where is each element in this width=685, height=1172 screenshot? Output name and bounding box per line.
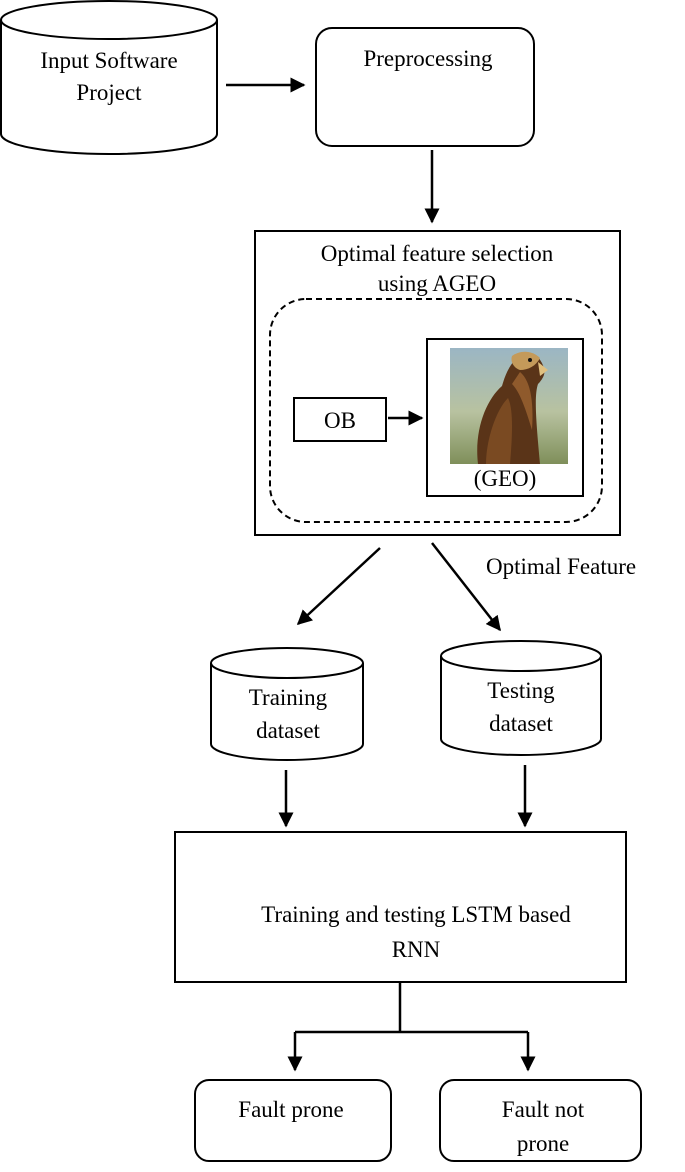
selection-label-line2: using AGEO: [378, 271, 496, 296]
ob-node: OB: [293, 397, 387, 442]
lstm-label-line2: RNN: [392, 937, 441, 962]
fault-not-prone-label-line1: Fault not: [502, 1097, 585, 1122]
geo-node: (GEO): [426, 338, 584, 497]
input-label-line1: Input Software: [40, 48, 177, 73]
testing-dataset-node: Testing dataset: [440, 640, 602, 756]
input-label-line2: Project: [76, 80, 142, 105]
arrow-selection-to-training: [296, 547, 381, 626]
eagle-image: [450, 348, 568, 464]
lstm-rnn-node: Training and testing LSTM based RNN: [174, 831, 627, 983]
training-label-line1: Training: [249, 685, 328, 710]
ageo-dashed-group: [269, 298, 603, 523]
geo-label: (GEO): [474, 466, 537, 491]
training-label-line2: dataset: [256, 718, 320, 743]
input-software-project-node: Input Software Project: [0, 0, 218, 155]
testing-label-line1: Testing: [487, 678, 555, 703]
selection-label-line1: Optimal feature selection: [321, 241, 554, 266]
preprocessing-node: Preprocessing: [315, 27, 535, 147]
testing-label-line2: dataset: [489, 711, 553, 736]
arrow-selection-to-testing: [431, 542, 501, 632]
feature-selection-node: Optimal feature selection using AGEO OB …: [254, 230, 621, 536]
fault-prone-node: Fault prone: [194, 1079, 392, 1162]
training-dataset-node: Training dataset: [210, 647, 364, 761]
lstm-label-line1: Training and testing LSTM based: [261, 902, 571, 927]
output-split-connector: [287, 982, 536, 1072]
preprocessing-label: Preprocessing: [363, 46, 493, 71]
ob-label: OB: [324, 408, 356, 433]
optimal-feature-label: Optimal Feature: [486, 554, 636, 579]
fault-not-prone-label-line2: prone: [517, 1131, 569, 1156]
fault-not-prone-node: Fault not prone: [439, 1079, 642, 1162]
fault-prone-label: Fault prone: [238, 1097, 343, 1122]
